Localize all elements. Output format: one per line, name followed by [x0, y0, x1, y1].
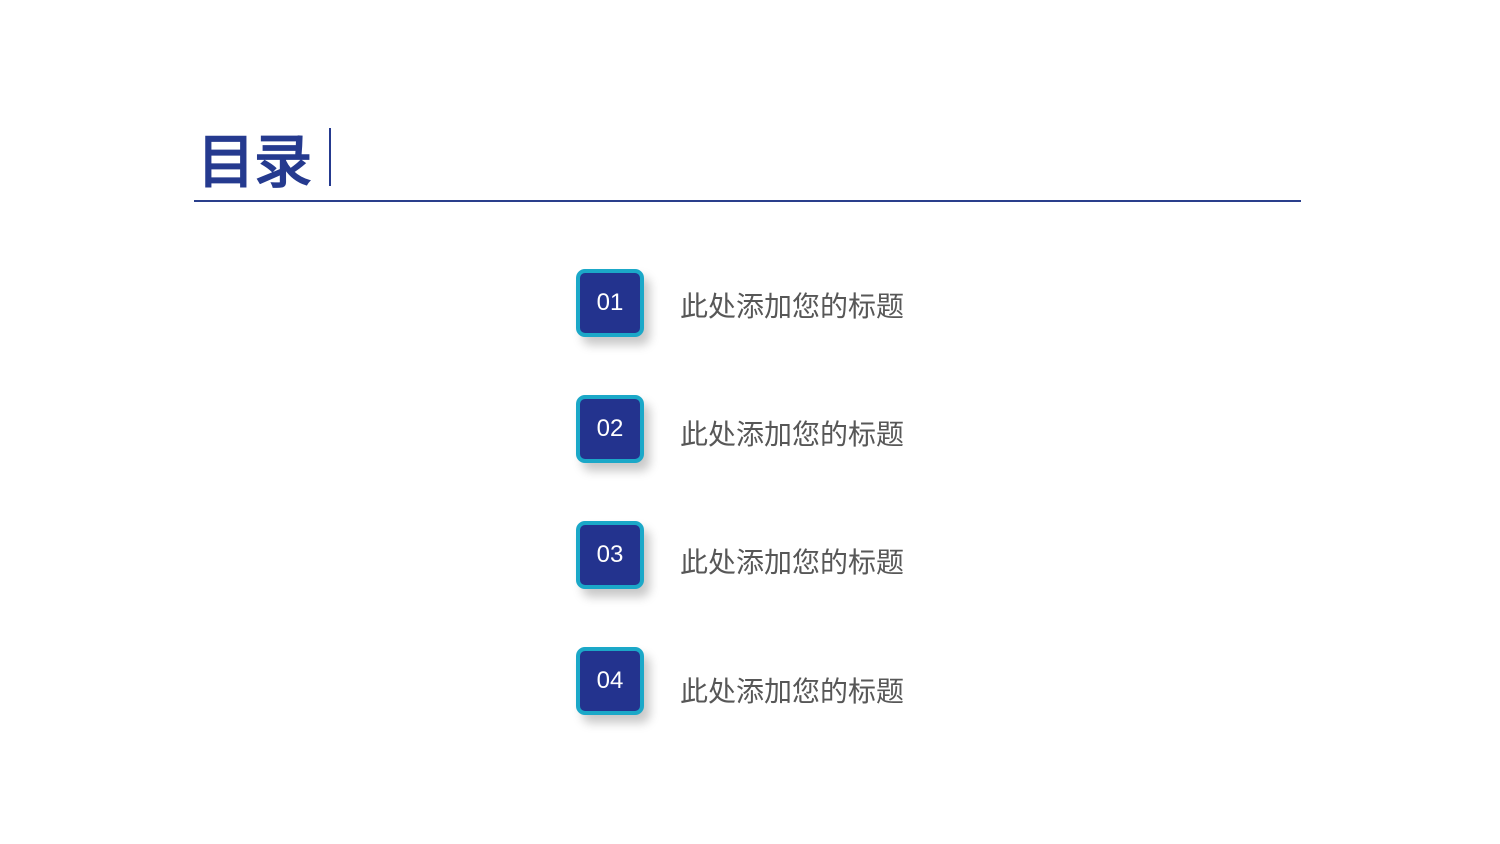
- number-badge: 04: [576, 647, 644, 715]
- toc-item-1[interactable]: 01 此处添加您的标题: [576, 269, 976, 337]
- page-title: 目录: [197, 130, 312, 195]
- number-badge: 03: [576, 521, 644, 589]
- number-badge: 01: [576, 269, 644, 337]
- toc-item-4[interactable]: 04 此处添加您的标题: [576, 647, 976, 715]
- toc-item-label: 此处添加您的标题: [680, 291, 905, 322]
- toc-item-label: 此处添加您的标题: [680, 676, 905, 707]
- toc-item-label: 此处添加您的标题: [680, 419, 905, 450]
- header-rule: [194, 200, 1301, 202]
- number-badge: 02: [576, 395, 644, 463]
- toc-item-3[interactable]: 03 此处添加您的标题: [576, 521, 976, 589]
- title-divider: [329, 128, 331, 186]
- toc-item-label: 此处添加您的标题: [680, 547, 905, 578]
- toc-item-2[interactable]: 02 此处添加您的标题: [576, 395, 976, 463]
